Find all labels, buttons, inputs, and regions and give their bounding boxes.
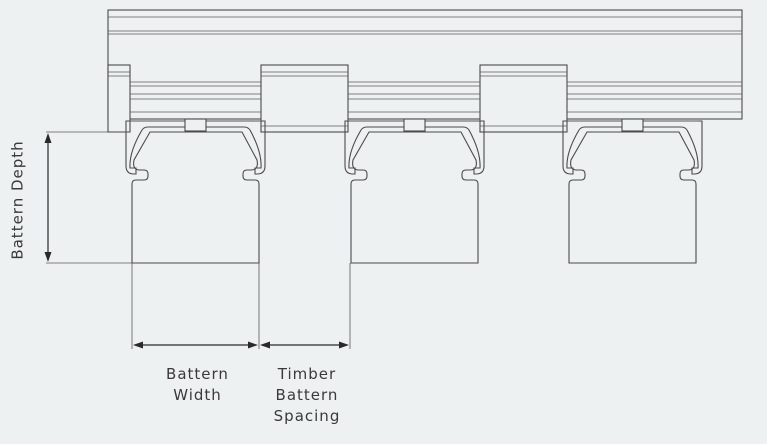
batten-width-dimension (131, 263, 260, 349)
left-end-cap (107, 64, 131, 133)
spacer-2 (479, 64, 568, 133)
timber-spacing-label: Timber Battern Spacing (273, 365, 341, 425)
spacer-1 (260, 64, 349, 133)
timber-batten (350, 131, 479, 264)
batten-clip (562, 120, 703, 175)
batten-clip (125, 120, 266, 175)
batten-assembly-1 (125, 118, 266, 264)
batten-depth-dimension (44, 131, 132, 264)
clip-tab (403, 118, 426, 132)
top-rail (107, 9, 743, 120)
batten-assembly-2 (344, 118, 485, 264)
spacing-dimension (260, 263, 351, 349)
clip-tab (184, 118, 207, 132)
timber-batten (568, 131, 697, 264)
batten-clip (344, 120, 485, 175)
battens (125, 118, 703, 264)
timber-batten (131, 131, 260, 264)
batten-assembly-3 (562, 118, 703, 264)
clip-tab (621, 118, 644, 132)
batten-width-label: Battern Width (166, 365, 229, 404)
